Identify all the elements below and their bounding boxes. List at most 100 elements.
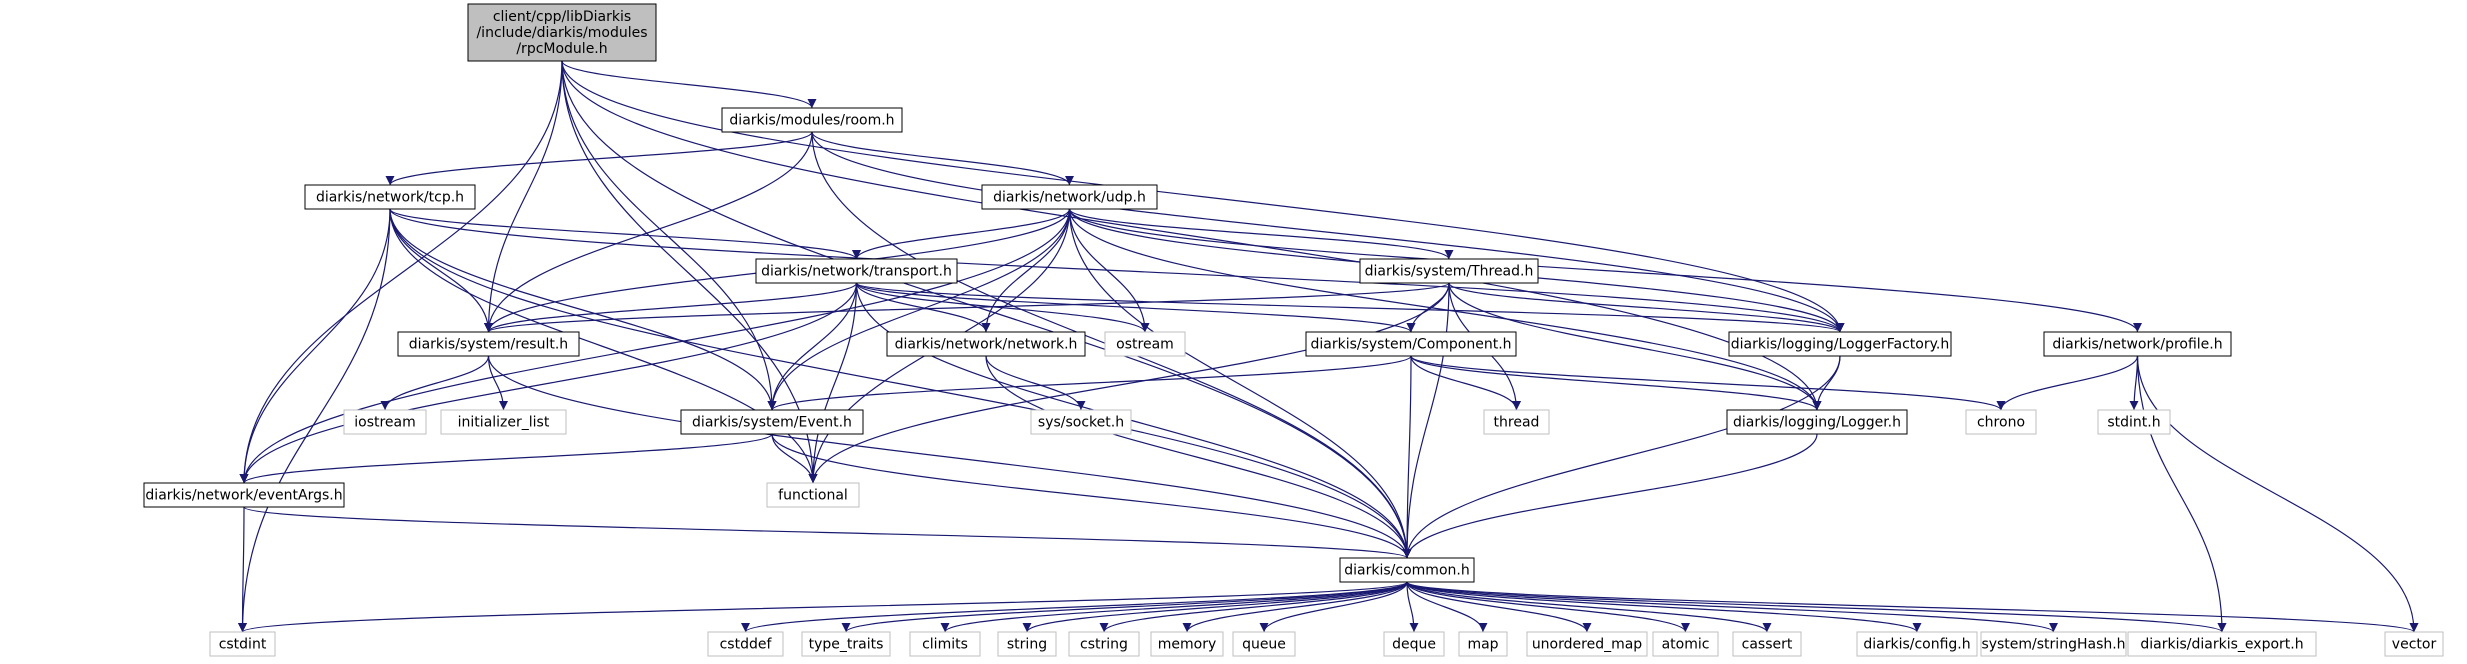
node-box-initializer_list [440, 409, 567, 435]
edge-thread_h-to-common [1402, 282, 1450, 559]
edge-tcp-to-eventargs [239, 208, 391, 484]
edge-tcp-to-transport [389, 208, 861, 260]
node-box-iostream [343, 409, 427, 435]
node-udp[interactable]: diarkis/network/udp.h [981, 184, 1158, 210]
node-label-memory: memory [1158, 636, 1217, 652]
node-box-event [680, 409, 864, 435]
edge-rpc-to-event [561, 60, 777, 411]
node-label-cassert: cassert [1742, 636, 1793, 652]
edge-tcp-to-cstdint [238, 208, 391, 633]
node-box-result [397, 331, 580, 357]
edge-component-to-logger [1410, 355, 1822, 411]
edge-common-to-cassert [1406, 581, 1772, 633]
node-thread_h[interactable]: diarkis/system/Thread.h [1359, 258, 1539, 284]
node-string: string [997, 631, 1057, 657]
node-box-map [1458, 631, 1508, 657]
node-label-rpc: client/cpp/libDiarkis [493, 9, 631, 25]
node-label-network: diarkis/network/network.h [895, 336, 1078, 352]
node-network[interactable]: diarkis/network/network.h [886, 331, 1086, 357]
edge-transport-to-event [767, 282, 858, 411]
node-label-component: diarkis/system/Component.h [1310, 336, 1511, 352]
edge-profile-to-vector [2136, 355, 2419, 633]
edge-transport-to-loggerfactory [855, 282, 1845, 333]
edge-common-to-stringhash [1406, 581, 2058, 633]
edge-room-to-tcp [385, 131, 813, 186]
node-box-config [1856, 631, 1978, 657]
node-box-vector [2384, 631, 2444, 657]
node-label-queue: queue [1242, 636, 1286, 652]
node-box-ostream [1104, 331, 1186, 357]
node-memory: memory [1150, 631, 1224, 657]
node-room[interactable]: diarkis/modules/room.h [721, 107, 903, 133]
node-profile[interactable]: diarkis/network/profile.h [2043, 331, 2232, 357]
edge-event-to-eventargs [239, 433, 773, 484]
edge-tcp-to-loggerfactory [389, 208, 1845, 333]
node-label-cstddef: cstddef [720, 636, 773, 652]
node-label-rpc: /rpcModule.h [516, 41, 607, 57]
node-iostream: iostream [343, 409, 427, 435]
edge-component-to-thread [1410, 355, 1521, 411]
node-loggerfactory[interactable]: diarkis/logging/LoggerFactory.h [1728, 331, 1952, 357]
edge-udp-to-transport [852, 208, 1071, 260]
node-box-cstring [1068, 631, 1140, 657]
node-diarkis_export: diarkis/diarkis_export.h [2127, 631, 2317, 657]
edge-common-to-type_traits [841, 581, 1408, 633]
node-label-tcp: diarkis/network/tcp.h [316, 189, 464, 205]
node-eventargs[interactable]: diarkis/network/eventArgs.h [143, 482, 345, 508]
node-box-deque [1383, 631, 1445, 657]
edge-profile-to-chrono [1996, 355, 2139, 411]
edge-eventargs-to-common [243, 506, 1412, 559]
edge-eventargs-to-cstdint [238, 506, 248, 633]
node-label-sys_socket: sys/socket.h [1038, 414, 1124, 430]
node-box-thread [1483, 409, 1550, 435]
edge-room-to-udp [811, 131, 1074, 186]
node-box-transport [755, 258, 958, 284]
edge-transport-to-ostream [855, 282, 1150, 333]
edge-tcp-to-event [389, 208, 777, 411]
node-box-udp [981, 184, 1158, 210]
node-stdint_h: stdint.h [2097, 409, 2171, 435]
node-tcp[interactable]: diarkis/network/tcp.h [304, 184, 476, 210]
node-box-diarkis_export [2127, 631, 2317, 657]
node-cstddef: cstddef [707, 631, 784, 657]
edge-common-to-atomic [1406, 581, 1690, 633]
edge-common-to-deque [1406, 581, 1419, 633]
edge-udp-to-eventargs [239, 208, 1071, 484]
edge-udp-to-network [981, 208, 1071, 333]
edge-profile-to-diarkis_export [2136, 355, 2227, 633]
node-box-chrono [1965, 409, 2037, 435]
node-label-thread: thread [1494, 414, 1540, 430]
edge-udp-to-event [767, 208, 1071, 411]
edge-result-to-initializer_list [487, 355, 508, 411]
node-thread: thread [1483, 409, 1550, 435]
node-label-iostream: iostream [354, 414, 416, 430]
node-result[interactable]: diarkis/system/result.h [397, 331, 580, 357]
edge-transport-to-functional [808, 282, 858, 484]
node-transport[interactable]: diarkis/network/transport.h [755, 258, 958, 284]
node-layer: client/cpp/libDiarkis/include/diarkis/mo… [143, 3, 2444, 657]
node-label-map: map [1467, 636, 1498, 652]
node-climits: climits [909, 631, 981, 657]
node-common[interactable]: diarkis/common.h [1339, 557, 1475, 583]
node-box-cstdint [209, 631, 276, 657]
edge-udp-to-profile [1068, 208, 2142, 333]
node-box-component [1305, 331, 1517, 357]
edge-transport-to-component [855, 282, 1416, 333]
node-box-network [886, 331, 1086, 357]
edge-transport-to-eventargs [239, 282, 858, 484]
node-box-cstddef [707, 631, 784, 657]
node-stringhash: system/stringHash.h [1980, 631, 2127, 657]
edge-logger-to-common [1402, 433, 1818, 559]
node-logger[interactable]: diarkis/logging/Logger.h [1726, 409, 1908, 435]
node-component[interactable]: diarkis/system/Component.h [1305, 331, 1517, 357]
edge-udp-to-thread_h [1068, 208, 1454, 260]
edge-event-to-common [771, 433, 1412, 559]
node-box-eventargs [143, 482, 345, 508]
node-label-logger: diarkis/logging/Logger.h [1733, 414, 1901, 430]
node-event[interactable]: diarkis/system/Event.h [680, 409, 864, 435]
edge-rpc-to-room [561, 60, 817, 109]
node-ostream: ostream [1104, 331, 1186, 357]
node-rpc: client/cpp/libDiarkis/include/diarkis/mo… [467, 3, 657, 62]
edge-result-to-iostream [380, 355, 490, 411]
